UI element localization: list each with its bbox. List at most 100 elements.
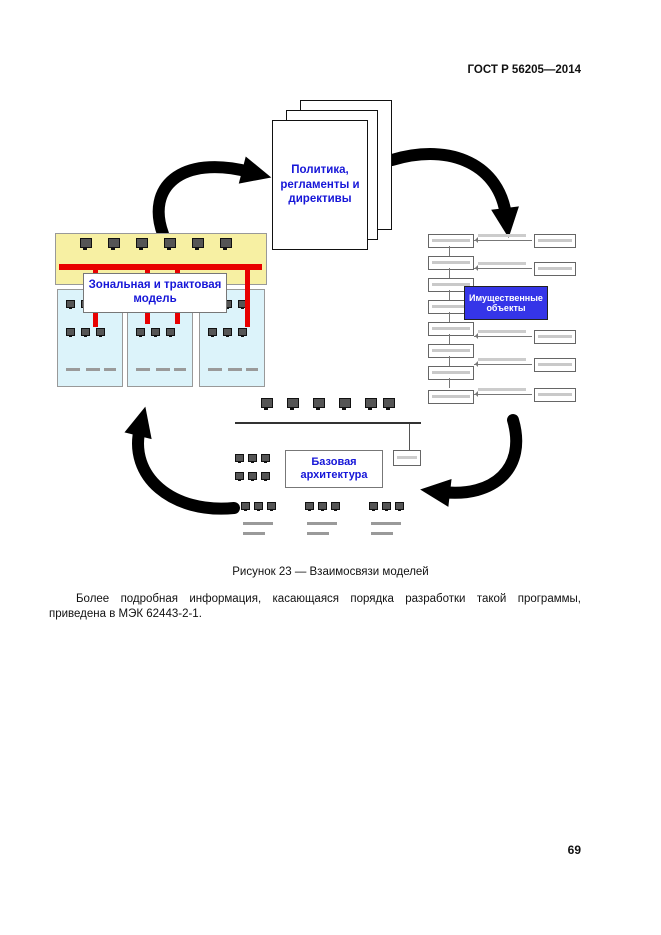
network-bus-bar bbox=[59, 264, 262, 270]
computer-icon bbox=[369, 502, 378, 511]
computer-icon bbox=[235, 454, 244, 463]
hierarchy-box bbox=[428, 390, 474, 404]
computer-icon bbox=[235, 472, 244, 481]
relation-arrow bbox=[474, 237, 532, 243]
hierarchy-box bbox=[534, 262, 576, 276]
relation-caption-mark bbox=[478, 234, 526, 237]
policy-documents-node: Политика, регламенты и директивы bbox=[272, 100, 396, 250]
computer-icon bbox=[136, 328, 145, 337]
relation-caption-mark bbox=[478, 262, 526, 265]
hierarchy-box bbox=[428, 234, 474, 248]
network-backbone-line bbox=[235, 422, 421, 424]
computer-icon bbox=[66, 300, 75, 309]
hierarchy-box bbox=[428, 366, 474, 380]
computer-icon bbox=[383, 398, 395, 410]
device-label-mark bbox=[66, 368, 80, 371]
hierarchy-connector bbox=[449, 246, 450, 256]
computer-icon bbox=[81, 328, 90, 337]
computer-icon bbox=[318, 502, 327, 511]
computer-icon bbox=[223, 328, 232, 337]
computer-icon bbox=[66, 328, 75, 337]
computer-icon bbox=[254, 502, 263, 511]
computer-icon bbox=[287, 398, 299, 410]
computer-icon bbox=[248, 472, 257, 481]
computer-icon bbox=[241, 502, 250, 511]
computer-icon bbox=[108, 238, 120, 250]
device-icon-row bbox=[241, 502, 276, 511]
zonal-model-label-box: Зональная и трактовая модель bbox=[83, 273, 227, 313]
device-label-mark bbox=[104, 368, 116, 371]
hierarchy-box bbox=[534, 358, 576, 372]
computer-icon bbox=[164, 238, 176, 250]
hierarchy-connector bbox=[449, 356, 450, 366]
workstation-icon-row bbox=[261, 398, 351, 410]
computer-icon bbox=[238, 328, 247, 337]
hierarchy-connector bbox=[449, 268, 450, 278]
page-number: 69 bbox=[567, 843, 581, 857]
computer-icon bbox=[96, 328, 105, 337]
device-label-mark bbox=[307, 522, 337, 525]
hierarchy-connector bbox=[449, 290, 450, 300]
assets-label: Имущественные объекты bbox=[469, 292, 543, 313]
base-architecture-label-box: Базовая архитектура bbox=[285, 450, 383, 488]
computer-icon bbox=[208, 328, 217, 337]
document-sheet-front: Политика, регламенты и директивы bbox=[272, 120, 368, 250]
assets-label-box: Имущественные объекты bbox=[464, 286, 548, 320]
computer-icon bbox=[248, 454, 257, 463]
device-label-mark bbox=[307, 532, 329, 535]
device-icon-row bbox=[235, 454, 270, 463]
device-icon-row bbox=[305, 502, 340, 511]
device-label-mark bbox=[174, 368, 186, 371]
hierarchy-box bbox=[428, 344, 474, 358]
computer-icon bbox=[151, 328, 160, 337]
device-icon-row bbox=[369, 502, 404, 511]
document-header: ГОСТ Р 56205—2014 bbox=[467, 64, 581, 76]
device-label-mark bbox=[208, 368, 222, 371]
server-icon-pair bbox=[365, 398, 395, 410]
computer-icon bbox=[261, 454, 270, 463]
relation-caption-mark bbox=[478, 330, 526, 333]
relation-arrow bbox=[474, 391, 532, 397]
zone-icon-row bbox=[208, 328, 247, 337]
computer-icon bbox=[261, 472, 270, 481]
zonal-model-label: Зональная и трактовая модель bbox=[88, 279, 222, 305]
relation-arrow bbox=[474, 333, 532, 339]
relation-arrow bbox=[474, 265, 532, 271]
figure-caption: Рисунок 23 — Взаимосвязи моделей bbox=[232, 566, 429, 578]
network-drop-line bbox=[409, 424, 410, 450]
device-icon-row bbox=[235, 472, 270, 481]
arrow-policy-to-assets bbox=[386, 148, 519, 238]
body-paragraph: Более подробная информация, касающаяся п… bbox=[49, 593, 581, 620]
device-label-mark bbox=[243, 522, 273, 525]
zone-icon-row bbox=[66, 328, 105, 337]
arrow-zonal-to-policy bbox=[152, 156, 272, 240]
device-label-mark bbox=[243, 532, 265, 535]
workstation-icon-row bbox=[80, 238, 232, 250]
computer-icon bbox=[313, 398, 325, 410]
bus-drop-line bbox=[245, 269, 250, 327]
hierarchy-box bbox=[534, 330, 576, 344]
computer-icon bbox=[220, 238, 232, 250]
hierarchy-box bbox=[428, 256, 474, 270]
computer-icon bbox=[267, 502, 276, 511]
base-architecture-label: Базовая архитектура bbox=[300, 455, 368, 481]
hierarchy-box bbox=[534, 388, 576, 402]
relation-arrow bbox=[474, 361, 532, 367]
arrow-assets-to-base bbox=[420, 414, 523, 507]
computer-icon bbox=[166, 328, 175, 337]
hierarchy-connector bbox=[449, 378, 450, 388]
device-label-mark bbox=[136, 368, 150, 371]
computer-icon bbox=[192, 238, 204, 250]
device-label-mark bbox=[156, 368, 170, 371]
device-label-mark bbox=[371, 522, 401, 525]
network-device-box bbox=[393, 450, 421, 466]
computer-icon bbox=[365, 398, 377, 410]
computer-icon bbox=[382, 502, 391, 511]
device-label-mark bbox=[371, 532, 393, 535]
policy-label: Политика, регламенты и директивы bbox=[280, 164, 360, 206]
computer-icon bbox=[80, 238, 92, 250]
base-architecture-node: Базовая архитектура bbox=[233, 398, 427, 546]
hierarchy-connector bbox=[449, 334, 450, 344]
arrow-base-to-zonal bbox=[124, 406, 240, 515]
